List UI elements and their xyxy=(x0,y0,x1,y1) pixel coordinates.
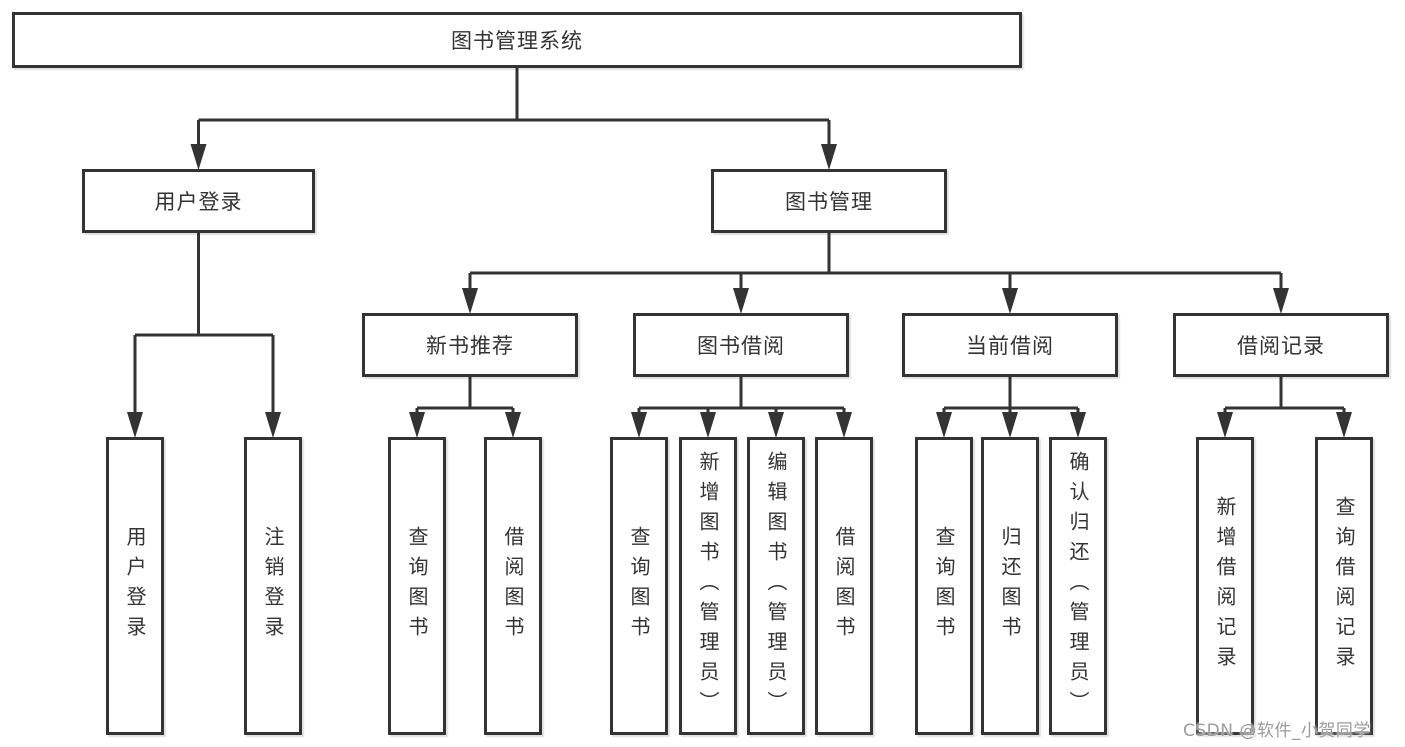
node-label: 查询图书 xyxy=(932,526,956,646)
leaf-logout: 注销登录 xyxy=(244,437,302,735)
node-borrow-records: 借阅记录 xyxy=(1173,313,1389,377)
node-current-borrow: 当前借阅 xyxy=(902,313,1118,377)
leaf-borrow-book-2: 借阅图书 xyxy=(815,437,873,735)
node-label: 新增图书（管理员） xyxy=(696,451,720,721)
node-label: 查询图书 xyxy=(627,526,651,646)
node-label: 确认归还（管理员） xyxy=(1066,451,1090,721)
leaf-edit-book: 编辑图书（管理员） xyxy=(747,437,805,735)
connector-book-mgmt-to-level3 xyxy=(462,233,1289,314)
leaf-query-book-1: 查询图书 xyxy=(388,437,446,735)
node-label: 借阅图书 xyxy=(501,526,525,646)
node-label: 图书管理 xyxy=(785,190,873,214)
leaf-query-book-3: 查询图书 xyxy=(915,437,973,735)
node-label: 新书推荐 xyxy=(426,334,514,358)
node-label: 用户登录 xyxy=(123,526,147,646)
node-label: 借阅图书 xyxy=(832,526,856,646)
node-label: 用户登录 xyxy=(154,190,243,214)
node-book-borrow: 图书借阅 xyxy=(633,313,849,377)
leaf-confirm-return: 确认归还（管理员） xyxy=(1049,437,1107,735)
leaf-user-login: 用户登录 xyxy=(106,437,164,735)
node-label: 查询图书 xyxy=(405,526,429,646)
node-label: 新增借阅记录 xyxy=(1213,496,1237,676)
leaf-borrow-book-1: 借阅图书 xyxy=(484,437,542,735)
connector-root-to-level2 xyxy=(190,68,837,170)
connector-book-borrow-children xyxy=(631,377,852,438)
leaf-return-book: 归还图书 xyxy=(981,437,1039,735)
node-book-mgmt: 图书管理 xyxy=(711,169,947,233)
connector-current-borrow-children xyxy=(936,377,1086,438)
node-new-book-rec: 新书推荐 xyxy=(362,313,578,377)
leaf-query-borrow-record: 查询借阅记录 xyxy=(1315,437,1373,735)
leaf-query-book-2: 查询图书 xyxy=(610,437,668,735)
node-label: 图书借阅 xyxy=(697,334,785,358)
node-label: 借阅记录 xyxy=(1237,334,1325,358)
node-label: 注销登录 xyxy=(261,526,285,646)
node-user-login: 用户登录 xyxy=(82,169,315,233)
connector-new-book-rec-children xyxy=(409,377,521,438)
node-label: 归还图书 xyxy=(998,526,1022,646)
node-label: 图书管理系统 xyxy=(451,29,583,53)
leaf-add-book: 新增图书（管理员） xyxy=(679,437,737,735)
node-label: 当前借阅 xyxy=(966,334,1054,358)
connector-user-login-children xyxy=(127,233,281,438)
leaf-add-borrow-record: 新增借阅记录 xyxy=(1196,437,1254,735)
node-label: 查询借阅记录 xyxy=(1332,496,1356,676)
csdn-watermark: CSDN @软件_小贺同学 xyxy=(1183,721,1371,741)
node-label: 编辑图书（管理员） xyxy=(764,451,788,721)
connector-borrow-records-children xyxy=(1217,377,1352,438)
node-root: 图书管理系统 xyxy=(12,12,1022,68)
